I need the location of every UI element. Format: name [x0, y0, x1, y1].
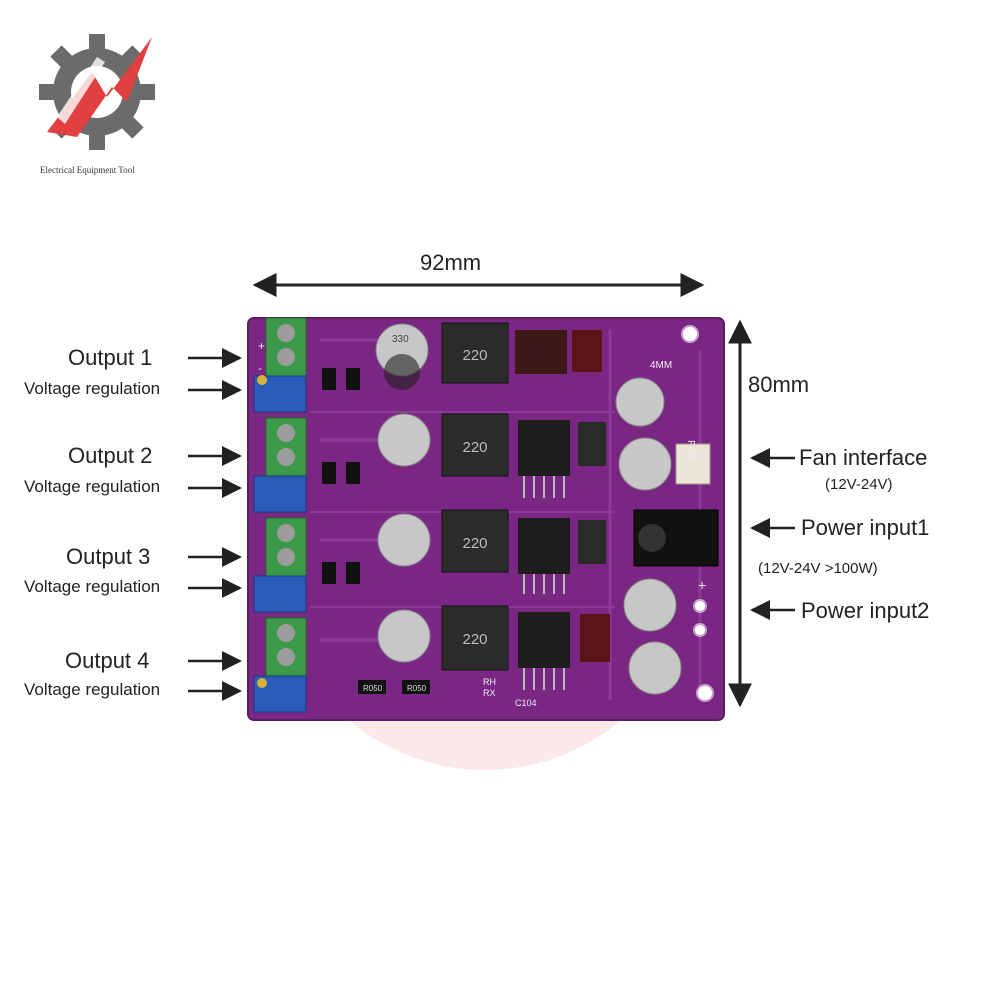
hole-size-silk: 4MM	[650, 360, 672, 371]
rh-silk: RH	[483, 677, 496, 687]
voltage-regulation-3-label: Voltage regulation	[24, 577, 161, 596]
power-input1-label: Power input1	[801, 515, 930, 540]
brand-logo	[39, 34, 155, 150]
channel-1-minus-silk: -	[258, 361, 262, 375]
output-3-label: Output 3	[66, 544, 151, 569]
channel-1-plus-silk: +	[258, 339, 265, 353]
inductor-2-marking: 220	[462, 439, 487, 456]
voltage-regulation-1-label: Voltage regulation	[24, 379, 161, 398]
voltage-regulation-2-label: Voltage regulation	[24, 477, 161, 496]
inductor-1-marking: 220	[462, 347, 487, 364]
channel-3: 220	[253, 509, 606, 613]
height-dimension: 80mm	[748, 372, 810, 397]
capacitor-right-4	[628, 641, 682, 695]
width-dimension: 92mm	[420, 250, 482, 275]
brand-name: Electrical Equipment Tool	[40, 165, 135, 175]
output-2-label: Output 2	[68, 443, 153, 468]
plus-silk: +	[698, 577, 706, 593]
channel-2: 220	[253, 413, 606, 513]
capacitor-silk: C104	[515, 698, 537, 708]
fan-silk: FAN	[685, 440, 696, 459]
power-input2-label: Power input2	[801, 598, 930, 623]
capacitor-marking: 330	[392, 334, 409, 345]
fan-voltage-spec: (12V-24V)	[825, 476, 893, 493]
rx-silk: RX	[483, 688, 496, 698]
capacitor-right-2	[618, 437, 672, 491]
channel-1: 220	[253, 317, 602, 413]
power-input1-spec: (12V-24V >100W)	[758, 560, 878, 577]
output-1-label: Output 1	[68, 345, 153, 370]
resistor-marking-1: R050	[363, 684, 383, 693]
capacitor-right-3	[623, 578, 677, 632]
voltage-regulation-4-label: Voltage regulation	[24, 680, 161, 699]
capacitor-right-1	[615, 377, 665, 427]
fan-connector	[675, 443, 711, 485]
fan-interface-label: Fan interface	[799, 445, 928, 470]
inductor-3-marking: 220	[462, 535, 487, 552]
resistor-marking-2: R050	[407, 684, 427, 693]
inductor-4-marking: 220	[462, 631, 487, 648]
output-4-label: Output 4	[65, 648, 150, 673]
channel-4: 220	[253, 605, 610, 713]
